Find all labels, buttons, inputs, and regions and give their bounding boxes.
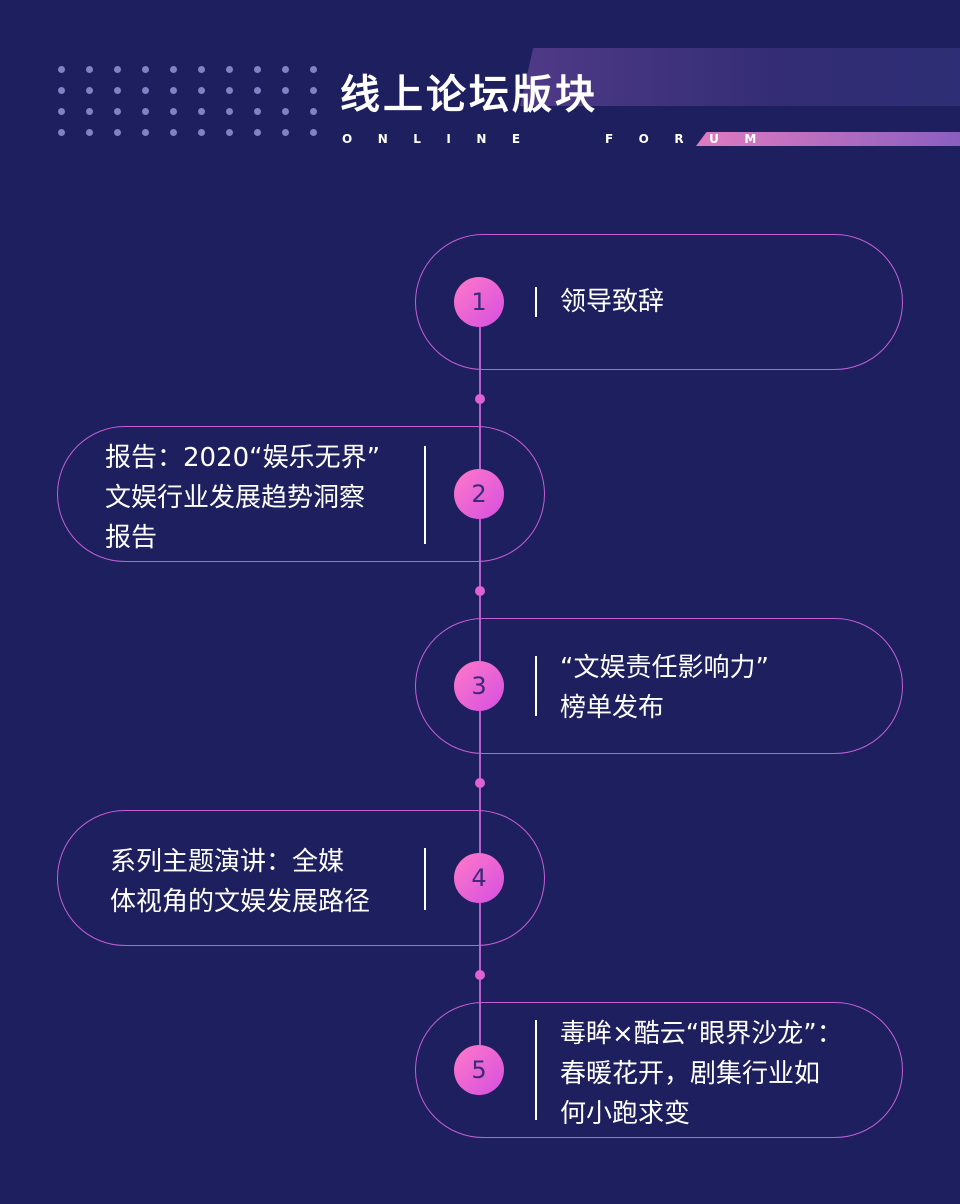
separator-bar <box>535 1020 537 1120</box>
agenda-item-2-number: 2 <box>454 469 504 519</box>
page-subtitle: ONLINE FORUM <box>342 132 782 146</box>
timeline-connector-dot <box>475 394 485 404</box>
subtitle-band-decoration <box>696 132 960 146</box>
separator-bar <box>535 656 537 716</box>
agenda-item-4-text: 系列主题演讲：全媒 体视角的文娱发展路径 <box>110 847 371 917</box>
agenda-item-5-text: 毒眸×酷云“眼界沙龙”： 春暖花开，剧集行业如 何小跑求变 <box>560 1019 843 1129</box>
agenda-item-4-card <box>57 810 545 946</box>
agenda-item-3-number: 3 <box>454 661 504 711</box>
header-band-decoration <box>520 48 960 106</box>
agenda-item-1-text: 领导致辞 <box>560 287 665 317</box>
agenda-item-1-number: 1 <box>454 277 504 327</box>
timeline-connector-dot <box>475 586 485 596</box>
agenda-item-2-text: 报告：2020“娱乐无界” 文娱行业发展趋势洞察 报告 <box>105 443 381 553</box>
timeline-connector-dot <box>475 970 485 980</box>
separator-bar <box>424 446 426 544</box>
agenda-item-2-card <box>57 426 545 562</box>
agenda-item-3-text: “文娱责任影响力” 榜单发布 <box>560 653 769 723</box>
page-title: 线上论坛版块 <box>340 72 598 118</box>
agenda-item-5-card <box>415 1002 903 1138</box>
timeline-connector-dot <box>475 778 485 788</box>
dot-grid-decoration <box>58 66 318 136</box>
agenda-item-4-number: 4 <box>454 853 504 903</box>
separator-bar <box>535 287 537 317</box>
agenda-item-5-number: 5 <box>454 1045 504 1095</box>
agenda-item-1-card <box>415 234 903 370</box>
agenda-item-3-card <box>415 618 903 754</box>
separator-bar <box>424 848 426 910</box>
